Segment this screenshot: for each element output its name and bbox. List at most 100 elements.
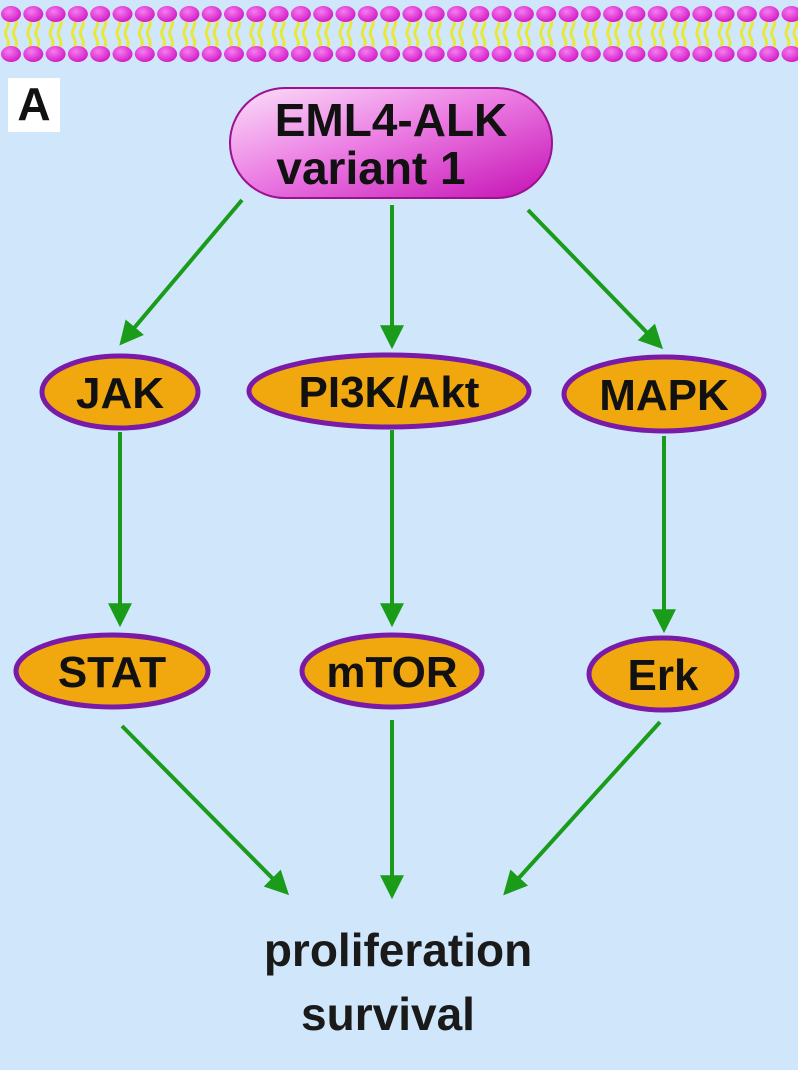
membrane-lipid-head: [447, 6, 467, 22]
membrane-lipid-tail: [614, 17, 621, 49]
membrane-lipid-head: [469, 6, 490, 22]
membrane-lipid-head: [67, 46, 88, 62]
membrane-lipid-tail: [591, 17, 598, 49]
membrane-lipid-head: [736, 6, 757, 22]
membrane-lipid-head: [157, 6, 178, 22]
membrane-lipid-head: [157, 46, 178, 62]
membrane-lipid-tail: [190, 17, 197, 49]
membrane-lipid-tail: [569, 17, 576, 49]
membrane-lipid-tail: [516, 17, 523, 49]
membrane-lipid-head: [45, 46, 66, 62]
outcome-line2: survival: [301, 988, 475, 1040]
node-erk: Erk: [586, 635, 740, 713]
membrane-lipid-head: [580, 46, 601, 62]
membrane-lipid-tail: [204, 17, 211, 49]
node-stat: STAT: [13, 632, 211, 710]
membrane-lipid-head: [603, 6, 624, 22]
arrow-root-to-mapk: [526, 208, 664, 350]
membrane-lipid-tail: [279, 17, 286, 49]
membrane-lipid-tail: [257, 17, 264, 49]
membrane-lipid-tail: [650, 17, 657, 49]
membrane-lipid-tail: [145, 17, 152, 49]
membrane-lipid-head: [67, 6, 88, 22]
outcome: proliferation survival: [264, 924, 532, 1040]
membrane-lipid-tail: [458, 17, 464, 49]
outcome-line1: proliferation: [264, 924, 532, 976]
membrane-lipid-tail: [628, 17, 635, 49]
membrane-lipid-tail: [739, 17, 746, 49]
membrane-lipid-head: [491, 6, 512, 22]
membrane-lipid-head: [335, 6, 356, 22]
membrane-lipid-tail: [480, 17, 487, 49]
membrane-lipid-head: [246, 46, 267, 62]
membrane-lipid-tail: [606, 17, 613, 49]
membrane-lipid-tail: [524, 17, 531, 49]
membrane-lipid-head: [714, 46, 735, 62]
membrane-lipid-tail: [681, 17, 687, 49]
membrane-lipid-head: [781, 6, 798, 22]
membrane-lipid-head: [759, 46, 780, 62]
membrane-lipid-tail: [4, 17, 10, 49]
membrane-lipid-head: [90, 46, 111, 62]
membrane-lipid-tail: [101, 17, 108, 49]
membrane-lipid-head: [670, 6, 690, 22]
membrane-lipid-tail: [368, 17, 375, 49]
membrane-lipid-tail: [160, 17, 167, 49]
arrow-stat-to-outcome: [120, 724, 290, 896]
membrane-lipid-head: [781, 46, 798, 62]
membrane-lipid-head: [134, 6, 155, 22]
membrane-lipid-head: [625, 6, 646, 22]
membrane-lipid-tail: [12, 17, 18, 49]
node-pi3k-akt: PI3K/Akt: [246, 352, 532, 430]
membrane-lipid-tail: [583, 17, 590, 49]
membrane-lipid-head: [335, 46, 356, 62]
membrane-lipid-head: [647, 6, 668, 22]
membrane-lipid-head: [290, 6, 311, 22]
membrane-lipid-head: [647, 46, 668, 62]
membrane-lipid-head: [603, 46, 624, 62]
membrane-lipid-tail: [450, 17, 456, 49]
membrane-lipid-tail: [703, 17, 710, 49]
membrane-lipid-tail: [212, 17, 219, 49]
membrane-lipid-tail: [561, 17, 568, 49]
membrane-lipid-head: [513, 46, 534, 62]
membrane-lipid-head: [692, 46, 713, 62]
membrane-lipid-tail: [784, 17, 791, 49]
membrane-lipid-tail: [770, 17, 777, 49]
membrane-lipid-head: [402, 46, 423, 62]
membrane-lipid-head: [1, 46, 21, 62]
membrane-lipid-tail: [762, 17, 769, 49]
membrane-lipid-head: [313, 6, 334, 22]
node-erk-label: Erk: [628, 651, 699, 700]
node-mtor: mTOR: [299, 632, 485, 710]
membrane-lipid-head: [736, 46, 757, 62]
membrane-lipid-tail: [70, 17, 77, 49]
arrow-erk-to-outcome: [503, 720, 662, 896]
node-pi3k-akt-label: PI3K/Akt: [299, 368, 480, 417]
node-stat-label: STAT: [58, 648, 166, 697]
membrane-lipid-head: [670, 46, 690, 62]
membrane-lipid-head: [179, 6, 200, 22]
membrane-lipid-tail: [227, 17, 233, 49]
membrane-lipid-tail: [338, 17, 345, 49]
membrane-lipid-tail: [472, 17, 479, 49]
root-node-line2: variant 1: [276, 142, 465, 194]
membrane-lipid-head: [714, 6, 735, 22]
membrane-lipid-tail: [78, 17, 85, 49]
membrane-lipid-tail: [235, 17, 241, 49]
cell-membrane: [1, 6, 798, 62]
membrane-lipid-tail: [717, 17, 724, 49]
membrane-lipid-tail: [360, 17, 367, 49]
membrane-lipid-tail: [48, 17, 55, 49]
membrane-lipid-head: [424, 6, 445, 22]
membrane-lipid-tail: [427, 17, 434, 49]
membrane-lipid-tail: [413, 17, 420, 49]
membrane-lipid-head: [513, 6, 534, 22]
membrane-lipid-head: [1, 6, 21, 22]
membrane-lipid-tail: [547, 17, 554, 49]
membrane-lipid-tail: [792, 17, 798, 49]
membrane-lipid-head: [23, 6, 44, 22]
membrane-lipid-tail: [539, 17, 546, 49]
membrane-lipid-head: [380, 6, 401, 22]
membrane-lipid-head: [45, 6, 66, 22]
